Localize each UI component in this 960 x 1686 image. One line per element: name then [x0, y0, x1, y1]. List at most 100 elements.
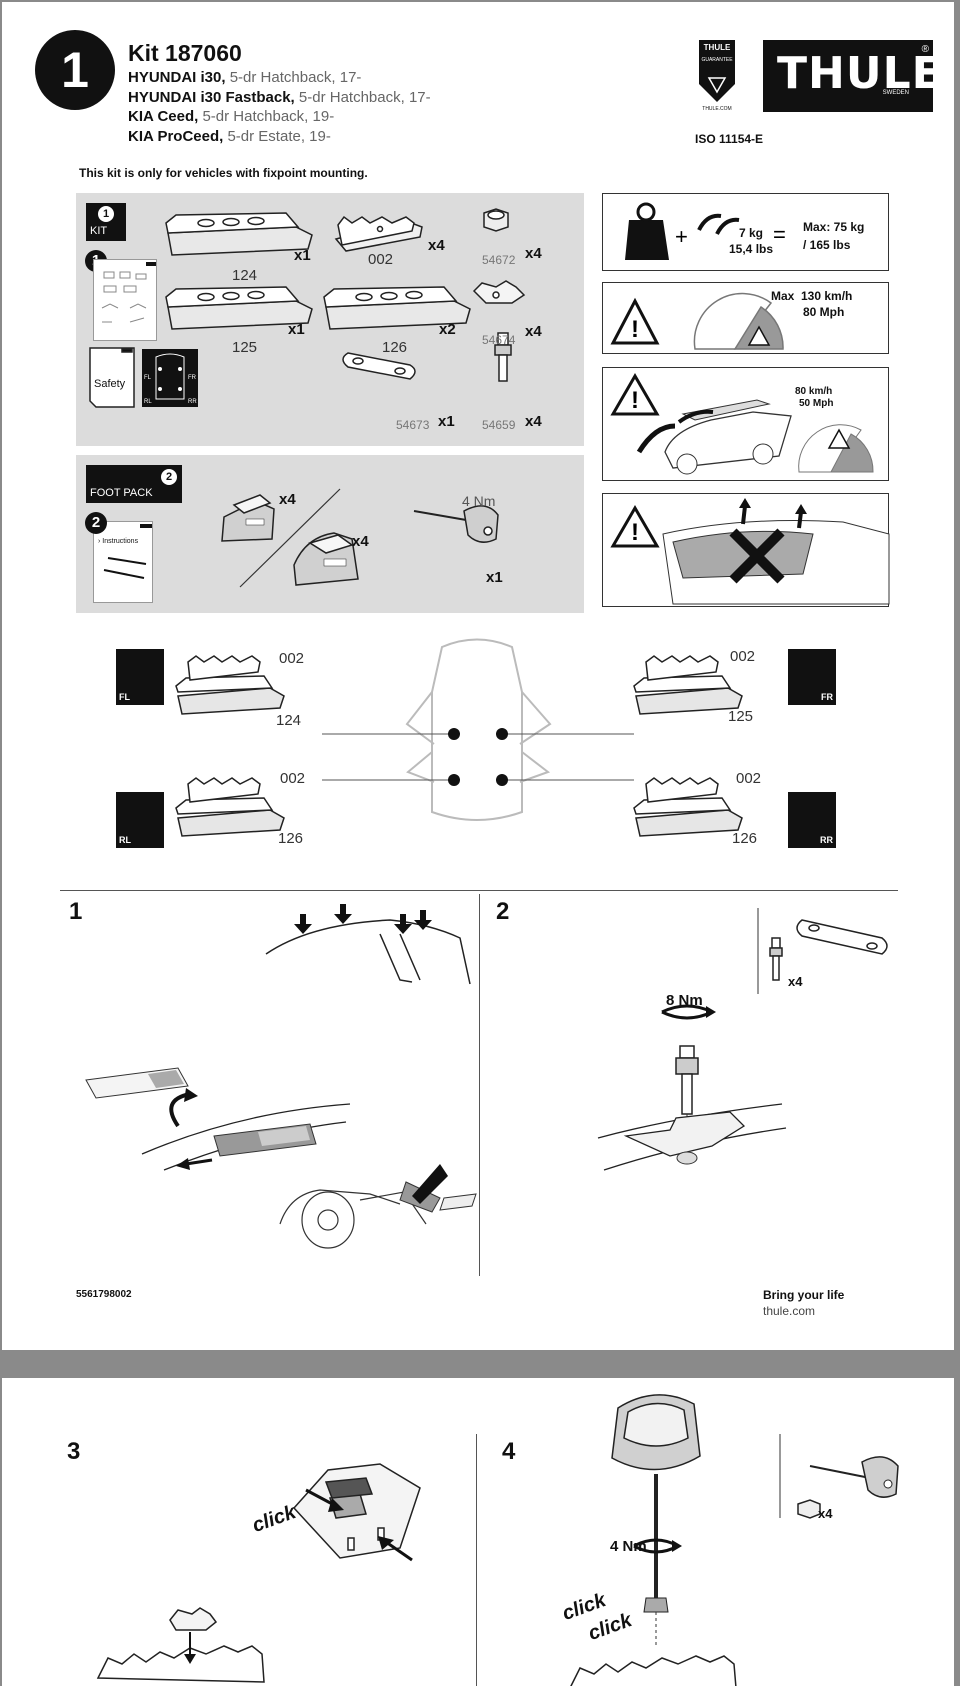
vehicle-row: KIA ProCeed, 5-dr Estate, 19- [128, 127, 331, 145]
rr-foot-label: 126 [732, 830, 758, 847]
part-id-126: 126 [382, 339, 408, 356]
rl-foot-label: 126 [278, 830, 304, 847]
foot-a-qty: x4 [279, 491, 296, 508]
kit-manual-thumbnail [93, 259, 157, 341]
fr-pad-label: 002 [730, 648, 756, 665]
corner-tile-fl: FL [116, 649, 164, 705]
part-id-54659: 54659 [482, 418, 516, 432]
part-qty-002: x4 [428, 237, 445, 254]
thule-logo-text: THULE [777, 48, 943, 99]
kit-parts-illustration [89, 208, 526, 408]
safety-label: Safety [94, 378, 126, 390]
guarantee-badge-sub: GUARANTEE [701, 57, 733, 63]
instruction-sheet-page-2: 3 click 4 [2, 1378, 954, 1686]
speed-mph: 80 Mph [803, 305, 845, 319]
doc-number: 5561798002 [76, 1289, 132, 1300]
kit-badge-number: 1 [98, 206, 114, 222]
part-qty-124: x1 [294, 247, 311, 264]
steps-divider [60, 890, 898, 891]
corner-tile-fr: FR [788, 649, 836, 705]
vehicle-list: HYUNDAI i30, 5-dr Hatchback, 17- HYUNDAI… [128, 68, 431, 146]
footer-slogan: Bring your life [763, 1288, 845, 1302]
foot-manual-thumbnail: › Instructions [93, 521, 153, 603]
load-max: Max: 75 kg [803, 220, 865, 234]
foot-pack-badge: 2 FOOT PACK [86, 465, 182, 503]
kit-badge: 1 KIT [86, 203, 126, 241]
svg-text:!: ! [631, 519, 639, 546]
part-qty-54673: x1 [438, 413, 455, 430]
corner-tile-fr-label: FR [821, 692, 833, 702]
registered-icon: ® [921, 44, 929, 55]
part-id-54673: 54673 [396, 418, 430, 432]
part-qty-54659: x4 [525, 413, 542, 430]
guarantee-badge-top: THULE [703, 43, 731, 52]
kit-title: Kit 187060 [128, 40, 242, 66]
kit-number: 1 [61, 42, 89, 98]
speed-gauge-icon: ! [610, 292, 784, 350]
vehicle-row: KIA Ceed, 5-dr Hatchback, 19- [128, 108, 335, 125]
step-2-number: 2 [496, 898, 510, 925]
iso-standard: ISO 11154-E [695, 132, 764, 146]
kit-badge-label: KIT [90, 225, 108, 237]
step-1-number: 1 [69, 898, 83, 925]
corner-fr: FR [188, 375, 196, 381]
step-number-circle: 1 [35, 30, 115, 110]
svg-text:!: ! [631, 387, 639, 414]
fl-foot-label: 124 [276, 712, 302, 729]
corner-tile-rl-label: RL [119, 835, 131, 845]
steps-column-divider [479, 894, 480, 1276]
vehicle-row: HYUNDAI i30, 5-dr Hatchback, 17- [128, 69, 362, 86]
foot-pack-badge-label: FOOT PACK [90, 487, 153, 499]
part-id-125: 125 [232, 339, 258, 356]
guarantee-badge-url: THULE.COM [702, 106, 732, 112]
foot-b-qty: x4 [352, 533, 369, 550]
step-4-torque: 4 Nm [610, 1538, 647, 1555]
speed-kmh: Max 130 km/h [771, 289, 853, 303]
weight-crossbar-icon: + = [625, 202, 786, 260]
step-3-number: 3 [67, 1438, 81, 1465]
crossbar-sketch-icon [103, 524, 152, 579]
corner-tile-rr-label: RR [820, 835, 833, 845]
rr-pad-label: 002 [736, 770, 762, 787]
thule-logo: THULE SWEDEN ® [763, 40, 942, 112]
step-4-illustration [570, 1394, 899, 1686]
loaded-speed-kmh: 80 km/h [795, 386, 833, 397]
load-weight-lbs: 15,4 lbs [729, 242, 774, 256]
svg-text:=: = [773, 222, 786, 247]
corner-tile-fl-label: FL [119, 692, 130, 702]
thule-logo-sweden: SWEDEN [882, 90, 909, 96]
corner-tile-rr: RR [788, 792, 836, 848]
corner-rr: RR [188, 399, 197, 405]
loaded-speed-warning: ! 80 km/h 50 Mph [602, 367, 889, 481]
fl-pad-label: 002 [279, 650, 305, 667]
part-qty-54672: x4 [525, 245, 542, 262]
footer-url: thule.com [763, 1304, 816, 1318]
key-torque: 4 Nm [462, 493, 496, 509]
step-2-qty: x4 [788, 974, 803, 989]
speed-limit-warning: ! Max 130 km/h 80 Mph [602, 282, 889, 354]
foot-pack-illustration [221, 488, 499, 588]
foot-pack-badge-number: 2 [161, 469, 177, 485]
foot-pack-panel: 2 FOOT PACK › Instructions 2 [76, 455, 584, 613]
guarantee-badge: THULE GUARANTEE THULE.COM [697, 40, 737, 112]
no-lift-warning: ! [602, 493, 890, 607]
part-id-124: 124 [232, 267, 258, 284]
step-2-torque: 8 Nm [666, 992, 703, 1009]
part-id-54672: 54672 [482, 253, 516, 267]
part-qty-54674: x4 [525, 323, 542, 340]
rl-pad-label: 002 [280, 770, 306, 787]
fixpoint-note: This kit is only for vehicles with fixpo… [79, 166, 368, 180]
foot-manual-title: › Instructions [98, 538, 139, 545]
svg-text:+: + [675, 224, 688, 249]
steps-column-divider-2 [476, 1434, 477, 1686]
step-4-number: 4 [502, 1438, 516, 1465]
step-1-illustration [85, 904, 477, 1249]
step-3-illustration [96, 1463, 421, 1683]
guarantee-shield-icon [699, 40, 735, 102]
load-weight: 7 kg [739, 226, 764, 240]
manual-sketch-icon [101, 262, 156, 323]
key-qty: x1 [486, 569, 503, 586]
corner-tile-rl: RL [116, 792, 164, 848]
foot-position-diagram [175, 638, 743, 837]
part-id-002: 002 [368, 251, 394, 268]
